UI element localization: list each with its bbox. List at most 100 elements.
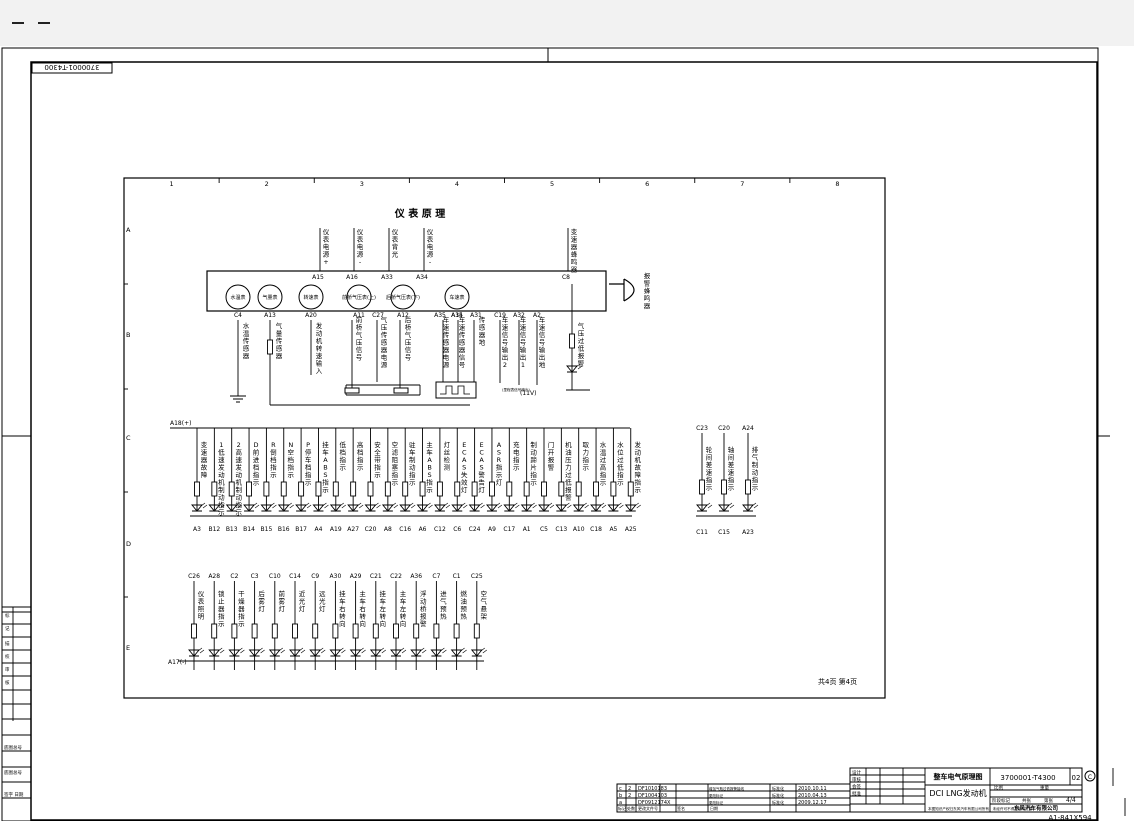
role-label: 会签 — [852, 783, 861, 790]
revision-number: 02 — [1072, 774, 1081, 782]
indicator-label-A3: 变速器故障 — [201, 440, 208, 479]
pin-A24: A24 — [742, 425, 754, 432]
gauge-dial-icon — [225, 284, 251, 310]
indicator-label-C13: 机油压力过低报警 — [565, 440, 572, 502]
led-emission-icon — [426, 502, 433, 509]
row-index-A: A — [126, 226, 131, 234]
pin-A19: A19 — [330, 526, 342, 533]
sheet-subtitle: DCI LNG发动机 — [929, 788, 986, 798]
pin-C22: C22 — [390, 573, 402, 580]
rev-desc: 更改标记 — [709, 793, 723, 798]
gauges: 水温表C4气量表A13转速表A20前桥气压表(上)A11后桥气压表(下)A12车… — [225, 284, 470, 319]
minimize-icon[interactable] — [12, 22, 24, 24]
led-emission-icon — [258, 647, 265, 654]
column-index-7: 7 — [740, 180, 744, 188]
led-icon — [329, 504, 342, 512]
resistor-icon — [352, 623, 359, 639]
pin-A11: A11 — [353, 312, 365, 319]
led-emission-icon — [530, 502, 537, 509]
pin-A31: A31 — [470, 312, 482, 319]
indicator-label-C9: 远光灯 — [319, 590, 326, 613]
pin-A35: A35 — [451, 312, 463, 319]
led-emission-icon — [298, 647, 306, 654]
led-icon — [624, 504, 637, 512]
pin-C7: C7 — [432, 573, 440, 580]
led-emission-icon — [359, 647, 366, 654]
indicator-label-C20: 安全带指示 — [374, 440, 381, 479]
led-emission-icon — [547, 502, 555, 509]
indicator-label-C26: 仪表照明 — [198, 590, 205, 621]
pin-A30: A30 — [330, 573, 342, 580]
resistor-icon — [194, 481, 200, 497]
pin-C15: C15 — [718, 529, 730, 536]
pin-A36: A36 — [410, 573, 422, 580]
pin-A13: A13 — [264, 312, 276, 319]
led-icon — [399, 504, 412, 512]
led-emission-icon — [565, 502, 572, 509]
sensor-label: 传感器地 — [479, 315, 486, 347]
led-emission-icon — [634, 502, 641, 509]
power-connections: 报警蜂鸣器仪表电源+A15仪表电源-A16仪表背光A33仪表电源-A34变速器蜂… — [312, 227, 651, 310]
led-icon — [208, 649, 221, 657]
led-emission-icon — [513, 502, 520, 509]
led-emission-icon — [420, 647, 427, 654]
indicator-label-C10: 前雾灯 — [279, 589, 286, 613]
indicator-label-A5: 水位过低指示 — [617, 440, 624, 487]
resistor-icon — [402, 481, 409, 497]
rev-desc: 增加气瓶过低报警接线 — [709, 786, 744, 791]
led-icon — [208, 504, 221, 512]
scale-label: 比例 — [994, 784, 1003, 791]
rev-header: 处数 — [627, 805, 635, 811]
pin-C18: C18 — [590, 526, 602, 533]
column-index-8: 8 — [835, 180, 839, 188]
pin-C21: C21 — [370, 573, 382, 580]
resistor-icon — [332, 481, 339, 497]
rev-desc: 更改标记 — [709, 800, 723, 805]
led-emission-icon — [374, 502, 381, 509]
pin-A14: A14 — [451, 312, 463, 319]
pin-A5: A5 — [609, 526, 617, 533]
led-emission-icon — [705, 502, 713, 509]
column-index-1: 1 — [169, 180, 173, 188]
rev-count: 2 — [628, 793, 631, 799]
led-emission-icon — [235, 502, 242, 509]
indicator-label-A29: 主车右转向 — [359, 589, 366, 628]
indicator-label-A28: 锁止器指示 — [218, 589, 225, 628]
resistor-icon — [699, 479, 705, 495]
led-icon — [742, 504, 754, 512]
gauge-dial-icon — [257, 284, 283, 310]
pin-C10: C10 — [269, 573, 281, 580]
pin-A2: A2 — [533, 312, 541, 319]
led-icon — [349, 649, 362, 657]
indicator-label-A19: 低档指示 — [340, 440, 347, 472]
alarm-buzzer-icon — [609, 278, 635, 302]
led-emission-icon — [460, 647, 467, 654]
led-emission-icon — [218, 647, 225, 654]
indicator-label-C5: 门开报警 — [548, 440, 555, 472]
power-label-A16: 仪表电源- — [357, 228, 364, 266]
pin-A27: A27 — [347, 526, 359, 533]
power-label-A33: 仪表背光 — [392, 228, 399, 259]
resistor-icon — [489, 481, 495, 497]
rev-header: 标记 — [618, 805, 626, 811]
led-emission-icon — [304, 502, 312, 509]
led-icon — [433, 504, 446, 512]
restore-icon[interactable] — [38, 22, 50, 24]
rev-mark: b — [619, 793, 622, 799]
rev-mark: a — [619, 800, 622, 806]
sensor-label: 车速传感器信号 — [459, 315, 466, 369]
pin-A35: A35 — [434, 312, 446, 319]
pin-A29: A29 — [350, 573, 362, 580]
pin-B16: B16 — [278, 526, 290, 533]
weight-label: 重量 — [1040, 784, 1049, 791]
note-speed2-label: (里程表信号输出) — [502, 387, 531, 392]
led-emission-icon — [391, 502, 399, 509]
column-index-6: 6 — [645, 180, 649, 188]
